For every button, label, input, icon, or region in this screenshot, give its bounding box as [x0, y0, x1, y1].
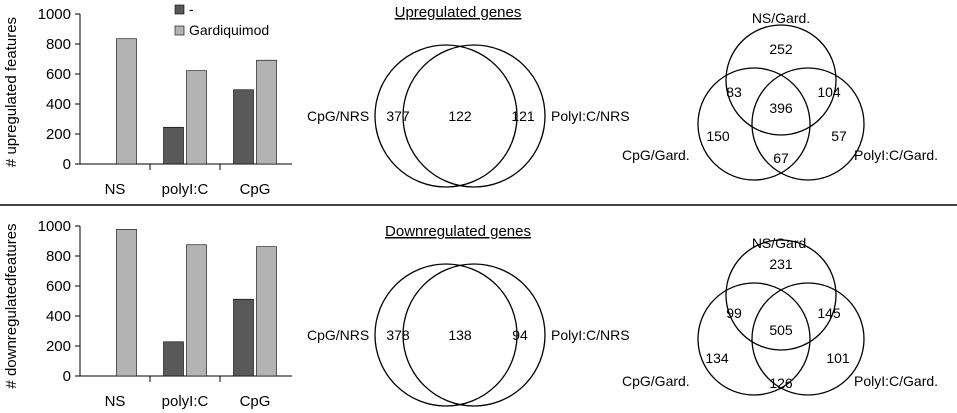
y-axis-label: # downregulatedfeatures [3, 223, 20, 388]
venn-circle-right [751, 282, 865, 396]
bar-untreated-polyic [163, 126, 184, 165]
y-tick-label: 600 [46, 66, 71, 83]
y-tick-label: 400 [46, 308, 71, 325]
y-tick-label: 400 [46, 96, 71, 113]
venn-count-left-right: 126 [769, 375, 793, 391]
bar-gardiquimod-cpg [256, 246, 277, 377]
venn-count-right: 121 [511, 108, 535, 124]
venn-count-both: 138 [448, 327, 472, 343]
y-ticks: 0 200 400 600 800 1000 [38, 6, 80, 173]
venn-count-top: 231 [769, 256, 793, 272]
venn-set-label-right: PolyI:C/Gard. [854, 147, 938, 163]
venn-count-top-right: 104 [817, 84, 841, 100]
venn-count-right: 57 [831, 128, 847, 144]
x-tick-label: NS [105, 181, 126, 198]
bar-untreated-cpg [233, 89, 254, 165]
venn-count-right: 94 [512, 327, 528, 343]
y-axis-label: # upregulated features [3, 17, 20, 167]
y-tick-label: 0 [63, 368, 71, 385]
venn-set-label-right: PolyI:C/Gard. [854, 373, 938, 389]
x-tick-label: CpG [240, 181, 271, 198]
venn-count-center: 505 [769, 322, 793, 338]
y-ticks: 0 200 400 600 800 1000 [38, 218, 80, 385]
x-tick-label: CpG [240, 393, 271, 410]
bar-untreated-cpg [233, 298, 254, 377]
venn-set-label-top: NS/Gard. [752, 235, 810, 251]
venn-circle-top [725, 239, 837, 351]
bar-gardiquimod-cpg [256, 59, 277, 165]
bar-gardiquimod-ns [116, 38, 137, 165]
venn-count-left: 378 [386, 327, 410, 343]
venn-count-left-right: 67 [773, 150, 789, 166]
bars [116, 38, 277, 165]
venn-circle-right [402, 263, 546, 407]
y-tick-label: 0 [63, 156, 71, 173]
venn-circle-left [374, 263, 518, 407]
bar-gardiquimod-polyic [186, 70, 207, 165]
venn-circle-right [751, 67, 865, 181]
venn-count-top-left: 99 [726, 305, 742, 321]
venn-count-top: 252 [769, 41, 793, 57]
y-tick-label: 600 [46, 278, 71, 295]
venn-down-three-set: NS/Gard. CpG/Gard. PolyI:C/Gard. 231 99 … [622, 235, 938, 396]
x-tick-label: NS [105, 393, 126, 410]
y-tick-label: 1000 [38, 6, 71, 23]
upregulated-bar-chart: # upregulated features 0 200 400 600 800 1000… [3, 1, 292, 198]
venn-circle-left [374, 44, 518, 188]
venn-circle-left [697, 282, 811, 396]
bars [116, 229, 277, 377]
venn-up-three-set: NS/Gard. CpG/Gard. PolyI:C/Gard. 252 83 … [622, 10, 938, 181]
venn-set-label-left: CpG/Gard. [622, 147, 690, 163]
legend-label-gardiquimod: Gardiquimod [189, 22, 269, 38]
venn-count-left: 134 [705, 350, 729, 366]
venn-count-top-left: 83 [726, 84, 742, 100]
legend: - Gardiquimod [174, 1, 269, 38]
y-tick-label: 1000 [38, 218, 71, 235]
venn-count-both: 122 [448, 108, 472, 124]
venn-circle-left [697, 67, 811, 181]
venn-count-center: 396 [769, 100, 793, 116]
venn-down-two-set: Downregulated genes CpG/NRS PolyI:C/NRS … [307, 223, 630, 407]
category-labels: NS polyI:C CpG [105, 376, 271, 410]
venn-set-label-right: PolyI:C/NRS [551, 327, 630, 343]
legend-label-minus: - [189, 1, 194, 17]
venn-count-left: 150 [706, 128, 730, 144]
venn-set-label-left: CpG/NRS [307, 108, 369, 124]
venn-count-right: 101 [826, 350, 850, 366]
venn-count-top-right: 145 [817, 305, 841, 321]
category-labels: NS polyI:C CpG [105, 164, 271, 198]
venn-set-label-left: CpG/Gard. [622, 373, 690, 389]
downregulated-bar-chart: # downregulatedfeatures 0 200 400 600 800 100… [3, 218, 292, 410]
venn-count-left: 377 [386, 108, 410, 124]
x-tick-label: polyI:C [162, 393, 209, 410]
legend-swatch-minus [174, 4, 185, 15]
y-tick-label: 200 [46, 126, 71, 143]
bar-gardiquimod-ns [116, 229, 137, 377]
venn-circle-top [725, 24, 837, 136]
x-tick-label: polyI:C [162, 181, 209, 198]
y-tick-label: 800 [46, 248, 71, 265]
y-tick-label: 200 [46, 338, 71, 355]
legend-swatch-gardiquimod [174, 25, 185, 36]
bar-untreated-polyic [163, 341, 184, 377]
venn-circle-right [402, 44, 546, 188]
venn-title: Upregulated genes [395, 4, 522, 21]
venn-title: Downregulated genes [385, 223, 531, 240]
y-tick-label: 800 [46, 36, 71, 53]
venn-set-label-top: NS/Gard. [752, 10, 810, 26]
venn-set-label-right: PolyI:C/NRS [551, 108, 630, 124]
venn-up-two-set: Upregulated genes CpG/NRS PolyI:C/NRS 37… [307, 4, 630, 188]
venn-set-label-left: CpG/NRS [307, 327, 369, 343]
bar-gardiquimod-polyic [186, 244, 207, 377]
